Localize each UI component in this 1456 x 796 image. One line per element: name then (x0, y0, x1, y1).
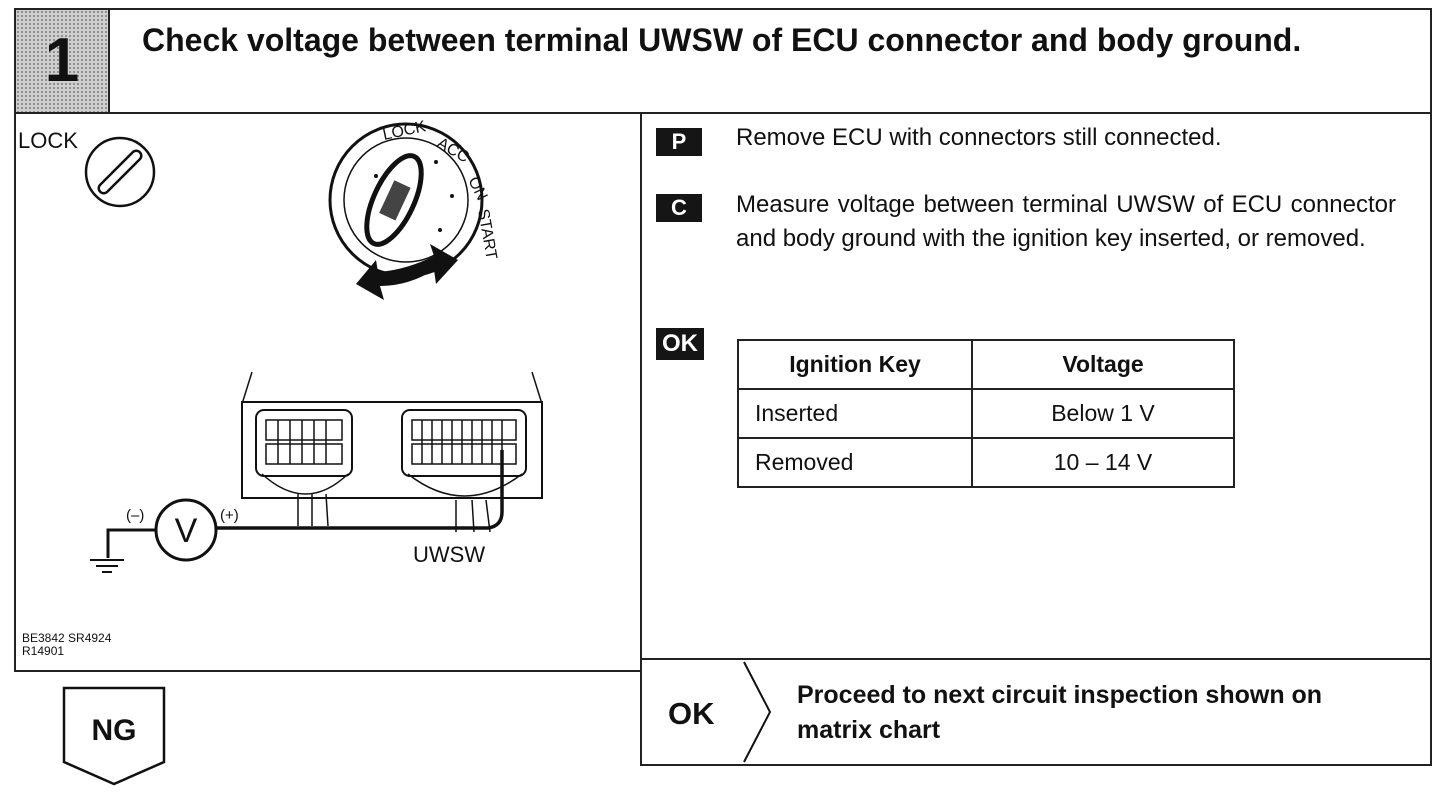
table-cell: Below 1 V (971, 388, 1235, 439)
terminal-label: UWSW (413, 542, 486, 567)
ok-arrow-shape (743, 661, 772, 763)
ok-result-text: Proceed to next circuit inspection shown… (797, 681, 1323, 744)
header-right-border (1430, 8, 1432, 118)
ignition-diagram: LOCK ACC ON START (84, 118, 543, 573)
table-cell: 10 – 14 V (971, 437, 1235, 488)
table-header-ignition-key: Ignition Key (737, 339, 973, 390)
prep-badge: P (656, 128, 702, 156)
ng-arrow-shape (62, 686, 166, 786)
check-badge: C (656, 194, 702, 222)
right-panel-right-border (1430, 112, 1432, 766)
figure-code-line1: BE3842 SR4924 (22, 631, 112, 645)
header-left-border (14, 8, 16, 118)
spec-table: Ignition Key Voltage Inserted Below 1 V … (737, 339, 1235, 488)
step-number: 1 (44, 26, 80, 95)
table-cell: Removed (737, 437, 973, 488)
table-header-row: Ignition Key Voltage (737, 339, 1235, 390)
page-title: Check voltage between terminal UWSW of E… (142, 22, 1302, 58)
header-top-border (14, 8, 1432, 10)
step-number-box: 1 (14, 8, 110, 114)
panel-divider (640, 112, 642, 766)
result-box-top-border (640, 658, 1432, 660)
ignition-switch-icon (328, 122, 484, 300)
ng-label: NG (91, 714, 137, 747)
voltmeter-symbol: V (175, 512, 198, 550)
lock-symbol-icon (84, 136, 156, 208)
table-header-voltage: Voltage (971, 339, 1235, 390)
check-instruction: Measure voltage between terminal UWSW of… (736, 191, 1396, 252)
lock-label: LOCK (18, 128, 78, 153)
ecu-unit-icon (241, 371, 543, 533)
ok-label: OK (668, 696, 715, 731)
result-box-bottom-border (640, 764, 1432, 766)
figure-codes: BE3842 SR4924 R14901 (22, 632, 162, 658)
left-panel-left-border (14, 112, 16, 672)
table-row: Removed 10 – 14 V (737, 437, 1235, 488)
figure-code-line2: R14901 (22, 644, 65, 658)
prep-instruction: Remove ECU with connectors still connect… (736, 124, 1222, 151)
header-bottom-border (14, 112, 1432, 114)
table-row: Inserted Below 1 V (737, 388, 1235, 439)
voltmeter-icon (90, 498, 218, 573)
ignition-position-start: START (474, 208, 500, 261)
ok-badge: OK (656, 328, 704, 360)
left-panel-bottom-border (14, 670, 642, 672)
meter-minus-label: (–) (126, 507, 144, 524)
table-cell: Inserted (737, 388, 973, 439)
meter-plus-label: (+) (220, 507, 239, 524)
